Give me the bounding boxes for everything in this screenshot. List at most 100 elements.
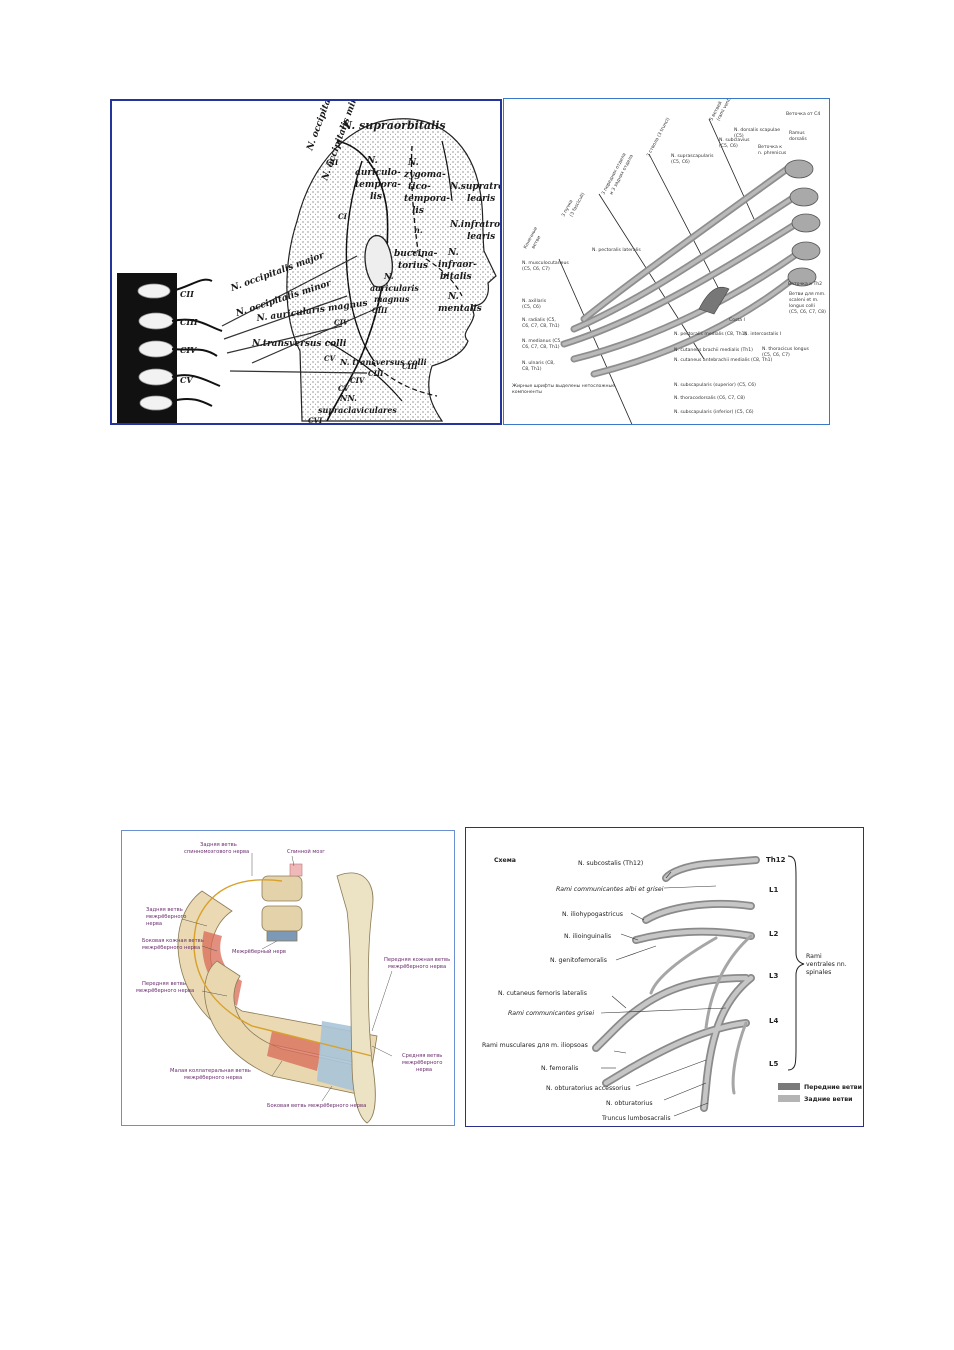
label-srednyaya-2: межрёберного bbox=[402, 1060, 442, 1066]
label-axillaris: N. axillaris bbox=[522, 298, 547, 304]
label-l2: L2 bbox=[769, 930, 778, 938]
label-supratroch-2: learis bbox=[467, 194, 495, 204]
label-thoracicus: N. thoracicus longus bbox=[762, 346, 810, 352]
label-musculocut-seg: (C5, C6, C7) bbox=[522, 266, 550, 272]
label-buccin-2: buccina- bbox=[394, 249, 438, 259]
label-subscap-sup: N. subscapularis (superior) (C5, C6) bbox=[674, 382, 756, 388]
label-vetochka-phr-2: n. phrenicus bbox=[758, 150, 787, 156]
label-zygo-3: tico- bbox=[408, 182, 431, 192]
label-supratroch-1: N.supratroch- bbox=[449, 182, 502, 192]
label-thoracodors: N. thoracodorsalis (C6, C7, C8) bbox=[674, 395, 745, 401]
label-col-4: 3 ствола (3 trunci) bbox=[645, 116, 671, 157]
label-branches-note-4: (C5, C6, C7, C8) bbox=[789, 309, 826, 315]
label-truncus: Truncus lumbosacralis bbox=[601, 1115, 671, 1122]
label-spinnoy-mozg: Спинной мозг bbox=[287, 848, 325, 855]
label-infraorb-2: infraor- bbox=[438, 260, 477, 270]
label-axillaris-seg: (C5, C6) bbox=[522, 304, 541, 310]
label-infraorb-1: N. bbox=[447, 248, 459, 258]
label-transversus-2: N. transversus colli bbox=[339, 357, 427, 367]
label-bokovaya-vetv: Боковая ветвь межрёберного нерва bbox=[267, 1103, 366, 1109]
label-subclavius: N. subclavius bbox=[719, 137, 750, 143]
label-ciii-2: CIII bbox=[368, 369, 384, 378]
label-perednyaya-vetv-2: межрёберного нерва bbox=[136, 988, 194, 994]
label-civ-2: CIV bbox=[350, 376, 366, 385]
label-srednyaya: Средняя ветвь bbox=[402, 1053, 442, 1059]
label-auricularis-3: magnus bbox=[374, 294, 410, 304]
label-rami-ventr-2: ventrales nn. bbox=[806, 961, 847, 968]
label-transversus: N.transversus colli bbox=[251, 339, 347, 349]
label-buccin-3: torius bbox=[398, 261, 428, 271]
label-c-iv: CIV bbox=[180, 345, 197, 355]
head-nerves-illustration: N. supraorbitalis N. occipitalis major N… bbox=[117, 101, 502, 423]
label-branches-note: Ветви для mm. bbox=[789, 291, 826, 297]
label-perednyaya-vetv: Передняя ветвь bbox=[142, 981, 186, 987]
label-malaya-koll-2: межрёберного нерва bbox=[184, 1075, 242, 1081]
label-infraorb-3: bitalis bbox=[440, 272, 472, 282]
label-l5: L5 bbox=[769, 1060, 778, 1068]
label-auriculo-2: auriculo- bbox=[355, 168, 401, 178]
label-infratroch-2: learis bbox=[467, 232, 495, 242]
intercostal-nerve-illustration: Задняя ветвь спинномозгового нерва Спинн… bbox=[136, 842, 450, 1124]
spinal-cord-shape bbox=[289, 863, 303, 877]
label-rami-musc: Rami musculares для m. iliopsoas bbox=[482, 1042, 588, 1049]
label-medianus: N. medianus (C5, bbox=[522, 338, 562, 344]
label-costa: Costa I bbox=[729, 317, 745, 323]
costa-shape bbox=[698, 286, 730, 315]
label-genito: N. genitofemoralis bbox=[550, 957, 607, 964]
label-branches-note-3: longus colli bbox=[789, 303, 815, 309]
label-zygo-4: tempora- bbox=[404, 194, 450, 204]
label-auriculo-3: tempora- bbox=[355, 180, 401, 190]
label-schema: Схема bbox=[494, 857, 516, 864]
label-iliohypo: N. iliohypogastricus bbox=[562, 911, 623, 918]
label-radialis-seg: C6, C7, C8, Th1) bbox=[522, 323, 560, 329]
label-suprascap-seg: (C5, C6) bbox=[671, 159, 690, 165]
label-bokovaya-kozh: Боковая кожная ветвь bbox=[142, 938, 204, 944]
label-civ: CIV bbox=[334, 318, 350, 327]
label-c-ii: CII bbox=[180, 289, 194, 299]
label-bokovaya-kozh-2: межрёберного нерва bbox=[142, 945, 200, 951]
label-c-iii: CIII bbox=[180, 317, 198, 327]
label-cut-antebr: N. cutaneus antebrachii medialis (C8, Th… bbox=[674, 357, 773, 363]
label-medianus-seg: C6, C7, C8, Th1) bbox=[522, 344, 560, 350]
label-auricularis-1: N. bbox=[383, 271, 394, 281]
label-th12: Th12 bbox=[766, 856, 786, 864]
label-ulnaris: N. ulnaris (C8, bbox=[522, 360, 555, 366]
label-auriculo-4: lis bbox=[370, 192, 382, 202]
label-perednyaya-kozh: Передняя кожная ветвь bbox=[384, 957, 450, 963]
label-cii: CII bbox=[326, 158, 339, 167]
label-supraclav-1: NN. bbox=[339, 393, 357, 403]
label-obtur: N. obturatorius bbox=[606, 1100, 653, 1107]
label-ci: CI bbox=[338, 212, 348, 221]
label-l4: L4 bbox=[769, 1017, 778, 1025]
label-zadnyaya-mezh: Задняя ветвь bbox=[146, 907, 183, 913]
label-rami-ventr-3: spinales bbox=[806, 969, 831, 976]
label-rami-comm: Rami communicantes albi et grisei bbox=[556, 885, 664, 893]
label-cv-2: CV bbox=[338, 384, 351, 393]
label-branches-note-2: scaleni et m. bbox=[789, 297, 819, 303]
label-cut-fem: N. cutaneus femoris lateralis bbox=[498, 990, 587, 997]
label-cv: CV bbox=[324, 354, 337, 363]
label-suprascap: N. suprascapularis bbox=[671, 153, 714, 159]
label-c-v: CV bbox=[180, 375, 193, 385]
ear bbox=[364, 234, 393, 288]
label-ilioing: N. ilioinguinalis bbox=[564, 933, 611, 940]
label-col-1b: ветви bbox=[531, 235, 542, 250]
lumbar-plexus-figure: Схема N. subcostalis (Th12) Rami communi… bbox=[465, 827, 864, 1127]
brachial-plexus-illustration: N. musculocutaneus (C5, C6, C7) N. axill… bbox=[512, 99, 826, 424]
label-buccin-1: n. bbox=[414, 225, 423, 235]
label-mezhrebernyi: Межрёберный нерв bbox=[232, 948, 286, 955]
label-femoralis: N. femoralis bbox=[541, 1065, 578, 1072]
lumbar-plexus-illustration: Схема N. subcostalis (Th12) Rami communi… bbox=[482, 855, 862, 1122]
label-ramus-dors-2: dorsalis bbox=[789, 136, 807, 142]
label-malaya-koll: Малая коллатеральная ветвь bbox=[170, 1068, 251, 1074]
label-infratroch-1: N.infratroch- bbox=[449, 220, 502, 230]
label-subcostalis: N. subcostalis (Th12) bbox=[578, 860, 643, 867]
sternum bbox=[336, 872, 376, 1124]
label-zygo-1: N. bbox=[407, 158, 419, 168]
legend-back-swatch bbox=[778, 1095, 800, 1102]
label-zygo-5: lis bbox=[412, 206, 424, 216]
label-supraorbitalis: N. supraorbitalis bbox=[341, 119, 446, 132]
label-dors-scap-seg: (C5) bbox=[734, 133, 744, 139]
label-mentalis-1: N. bbox=[447, 292, 459, 302]
label-vetochka-phr: Веточка к bbox=[758, 144, 782, 150]
